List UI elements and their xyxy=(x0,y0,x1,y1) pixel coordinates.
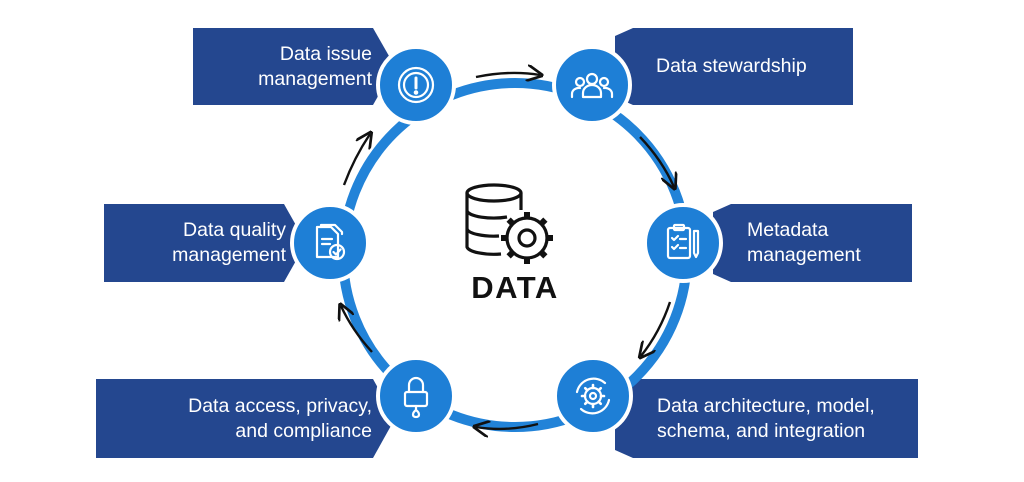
step-label-architecture: Data architecture, model,schema, and int… xyxy=(657,379,912,458)
padlock-icon xyxy=(403,376,429,419)
step-node-metadata xyxy=(643,203,723,283)
step-node-architecture xyxy=(553,356,633,436)
step-label-line: and compliance xyxy=(235,419,372,442)
step-label-line: Data issue xyxy=(279,42,372,65)
step-label-line: management xyxy=(747,244,861,266)
center-title: DATA xyxy=(471,270,559,305)
step-label-access: Data access, privacy,and compliance xyxy=(96,379,372,458)
alert-circle-icon xyxy=(397,66,435,104)
step-box-metadata xyxy=(713,204,912,282)
database-gear-icon xyxy=(465,183,553,264)
arrow-metadata-to-architecture xyxy=(641,301,672,356)
step-box-architecture xyxy=(615,379,918,458)
step-label-quality: Data quality management xyxy=(104,204,286,282)
step-label-line: Data quality xyxy=(183,219,286,241)
arrow-issue-to-stewardship xyxy=(475,73,540,77)
step-label-line: Data stewardship xyxy=(656,55,807,77)
step-box-quality xyxy=(104,204,306,282)
step-label-line: Metadata xyxy=(747,219,829,241)
step-box-access xyxy=(96,379,395,458)
step-label-stewardship: Data stewardship xyxy=(656,28,847,105)
step-box-issue xyxy=(193,28,395,105)
arrow-access-to-quality xyxy=(341,306,373,353)
arrow-quality-to-issue xyxy=(342,134,370,186)
step-label-line: Data access, privacy, xyxy=(188,394,372,417)
clipboard-pencil-icon xyxy=(666,223,700,260)
arrow-architecture-to-access xyxy=(476,424,539,429)
step-label-line: management xyxy=(258,67,372,90)
step-label-line: management xyxy=(172,244,286,266)
gear-cycle-icon xyxy=(575,377,611,415)
step-box-stewardship xyxy=(615,28,853,105)
step-node-access xyxy=(376,356,456,436)
step-label-line: schema, and integration xyxy=(657,419,866,442)
people-group-icon xyxy=(570,72,614,99)
arrow-stewardship-to-metadata xyxy=(639,136,674,187)
step-label-metadata: Metadata management xyxy=(747,204,906,282)
step-label-line: Data architecture, model, xyxy=(657,394,875,417)
document-check-icon xyxy=(315,223,346,261)
